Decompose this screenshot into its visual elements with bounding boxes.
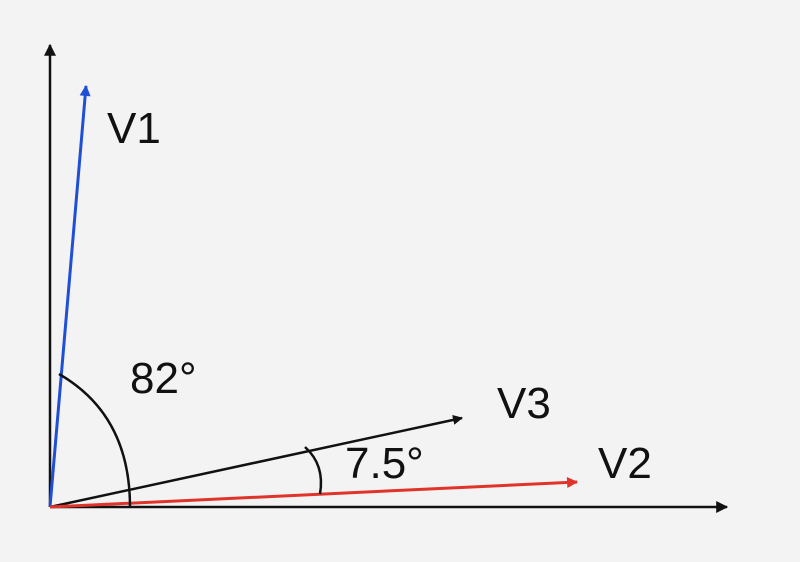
angle-7-5-label: 7.5° xyxy=(345,439,424,488)
angle-arc-82 xyxy=(58,372,132,508)
vector-v1-arrow xyxy=(48,84,91,508)
vector-v3-label: V3 xyxy=(497,379,551,428)
vector-v2-arrow xyxy=(49,476,579,509)
vector-v1-label: V1 xyxy=(107,104,161,153)
angle-arc-7-5 xyxy=(304,446,323,495)
vector-v2-label: V2 xyxy=(598,439,652,488)
angle-82-label: 82° xyxy=(130,354,197,403)
vector-v3-arrow xyxy=(49,415,463,509)
